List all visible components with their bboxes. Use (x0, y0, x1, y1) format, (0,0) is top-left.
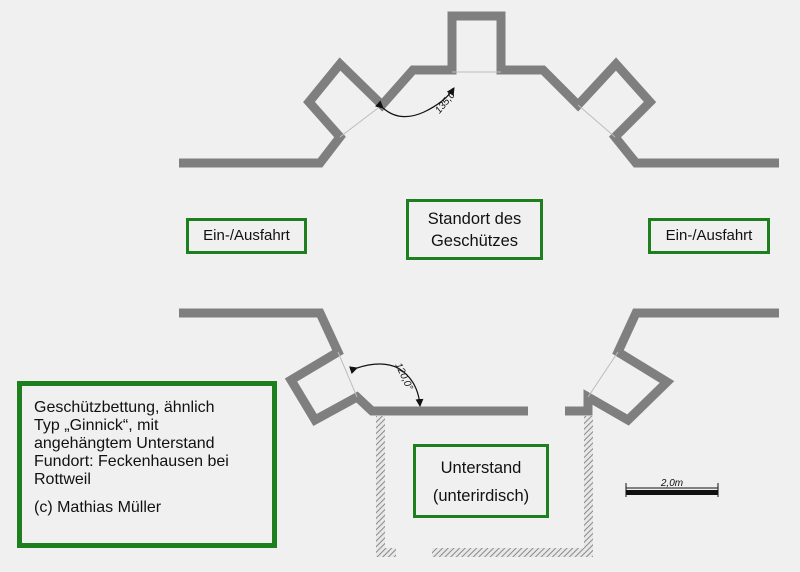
caption-line: angehängtem Unterstand (34, 435, 215, 452)
shelter-left-bottom-wall (376, 548, 396, 557)
entrance-left-label: Ein-/Ausfahrt (186, 218, 307, 254)
caption-line: Typ „Ginnick“, mit (34, 417, 159, 434)
gun-position-line2: Geschützes (430, 232, 519, 250)
caption-box: Geschützbettung, ähnlich Typ „Ginnick“, … (17, 381, 277, 548)
shelter-right-wall (584, 416, 593, 557)
shelter-bottom-wall (432, 548, 593, 557)
gun-position-label: Standort des Geschützes (406, 199, 543, 260)
bottom-right-wall (565, 308, 779, 426)
caption-line: Fundort: Feckenhausen bei (34, 453, 229, 470)
entrance-right-text: Ein-/Ausfahrt (665, 227, 753, 244)
bottom-left-niche-opening (337, 351, 358, 398)
top-wall (179, 11, 779, 168)
scale-bar-label: 2,0m (660, 478, 683, 489)
bottom-angle-label: 120,0° (392, 361, 414, 392)
top-right-niche-opening (577, 104, 616, 138)
caption-line: Geschützbettung, ähnlich (34, 399, 215, 416)
scale-bar (626, 490, 718, 495)
caption-line: Rottweil (34, 471, 91, 488)
bottom-left-wall (179, 308, 528, 427)
top-angle-arc (375, 87, 455, 118)
shelter-line2: (unterirdisch) (432, 487, 530, 505)
shelter-line1: Unterstand (440, 459, 522, 477)
shelter-left-wall (376, 416, 385, 557)
top-left-niche-opening (339, 104, 383, 138)
entrance-right-label: Ein-/Ausfahrt (648, 218, 770, 254)
bottom-angle-arc (349, 363, 424, 407)
shelter-label: Unterstand (unterirdisch) (413, 444, 549, 518)
gun-position-line1: Standort des (427, 210, 522, 228)
entrance-left-text: Ein-/Ausfahrt (203, 227, 290, 244)
caption-credit: (c) Mathias Müller (34, 499, 162, 516)
bottom-right-niche-opening (587, 351, 619, 398)
top-angle-label: 135,0° (433, 87, 460, 116)
